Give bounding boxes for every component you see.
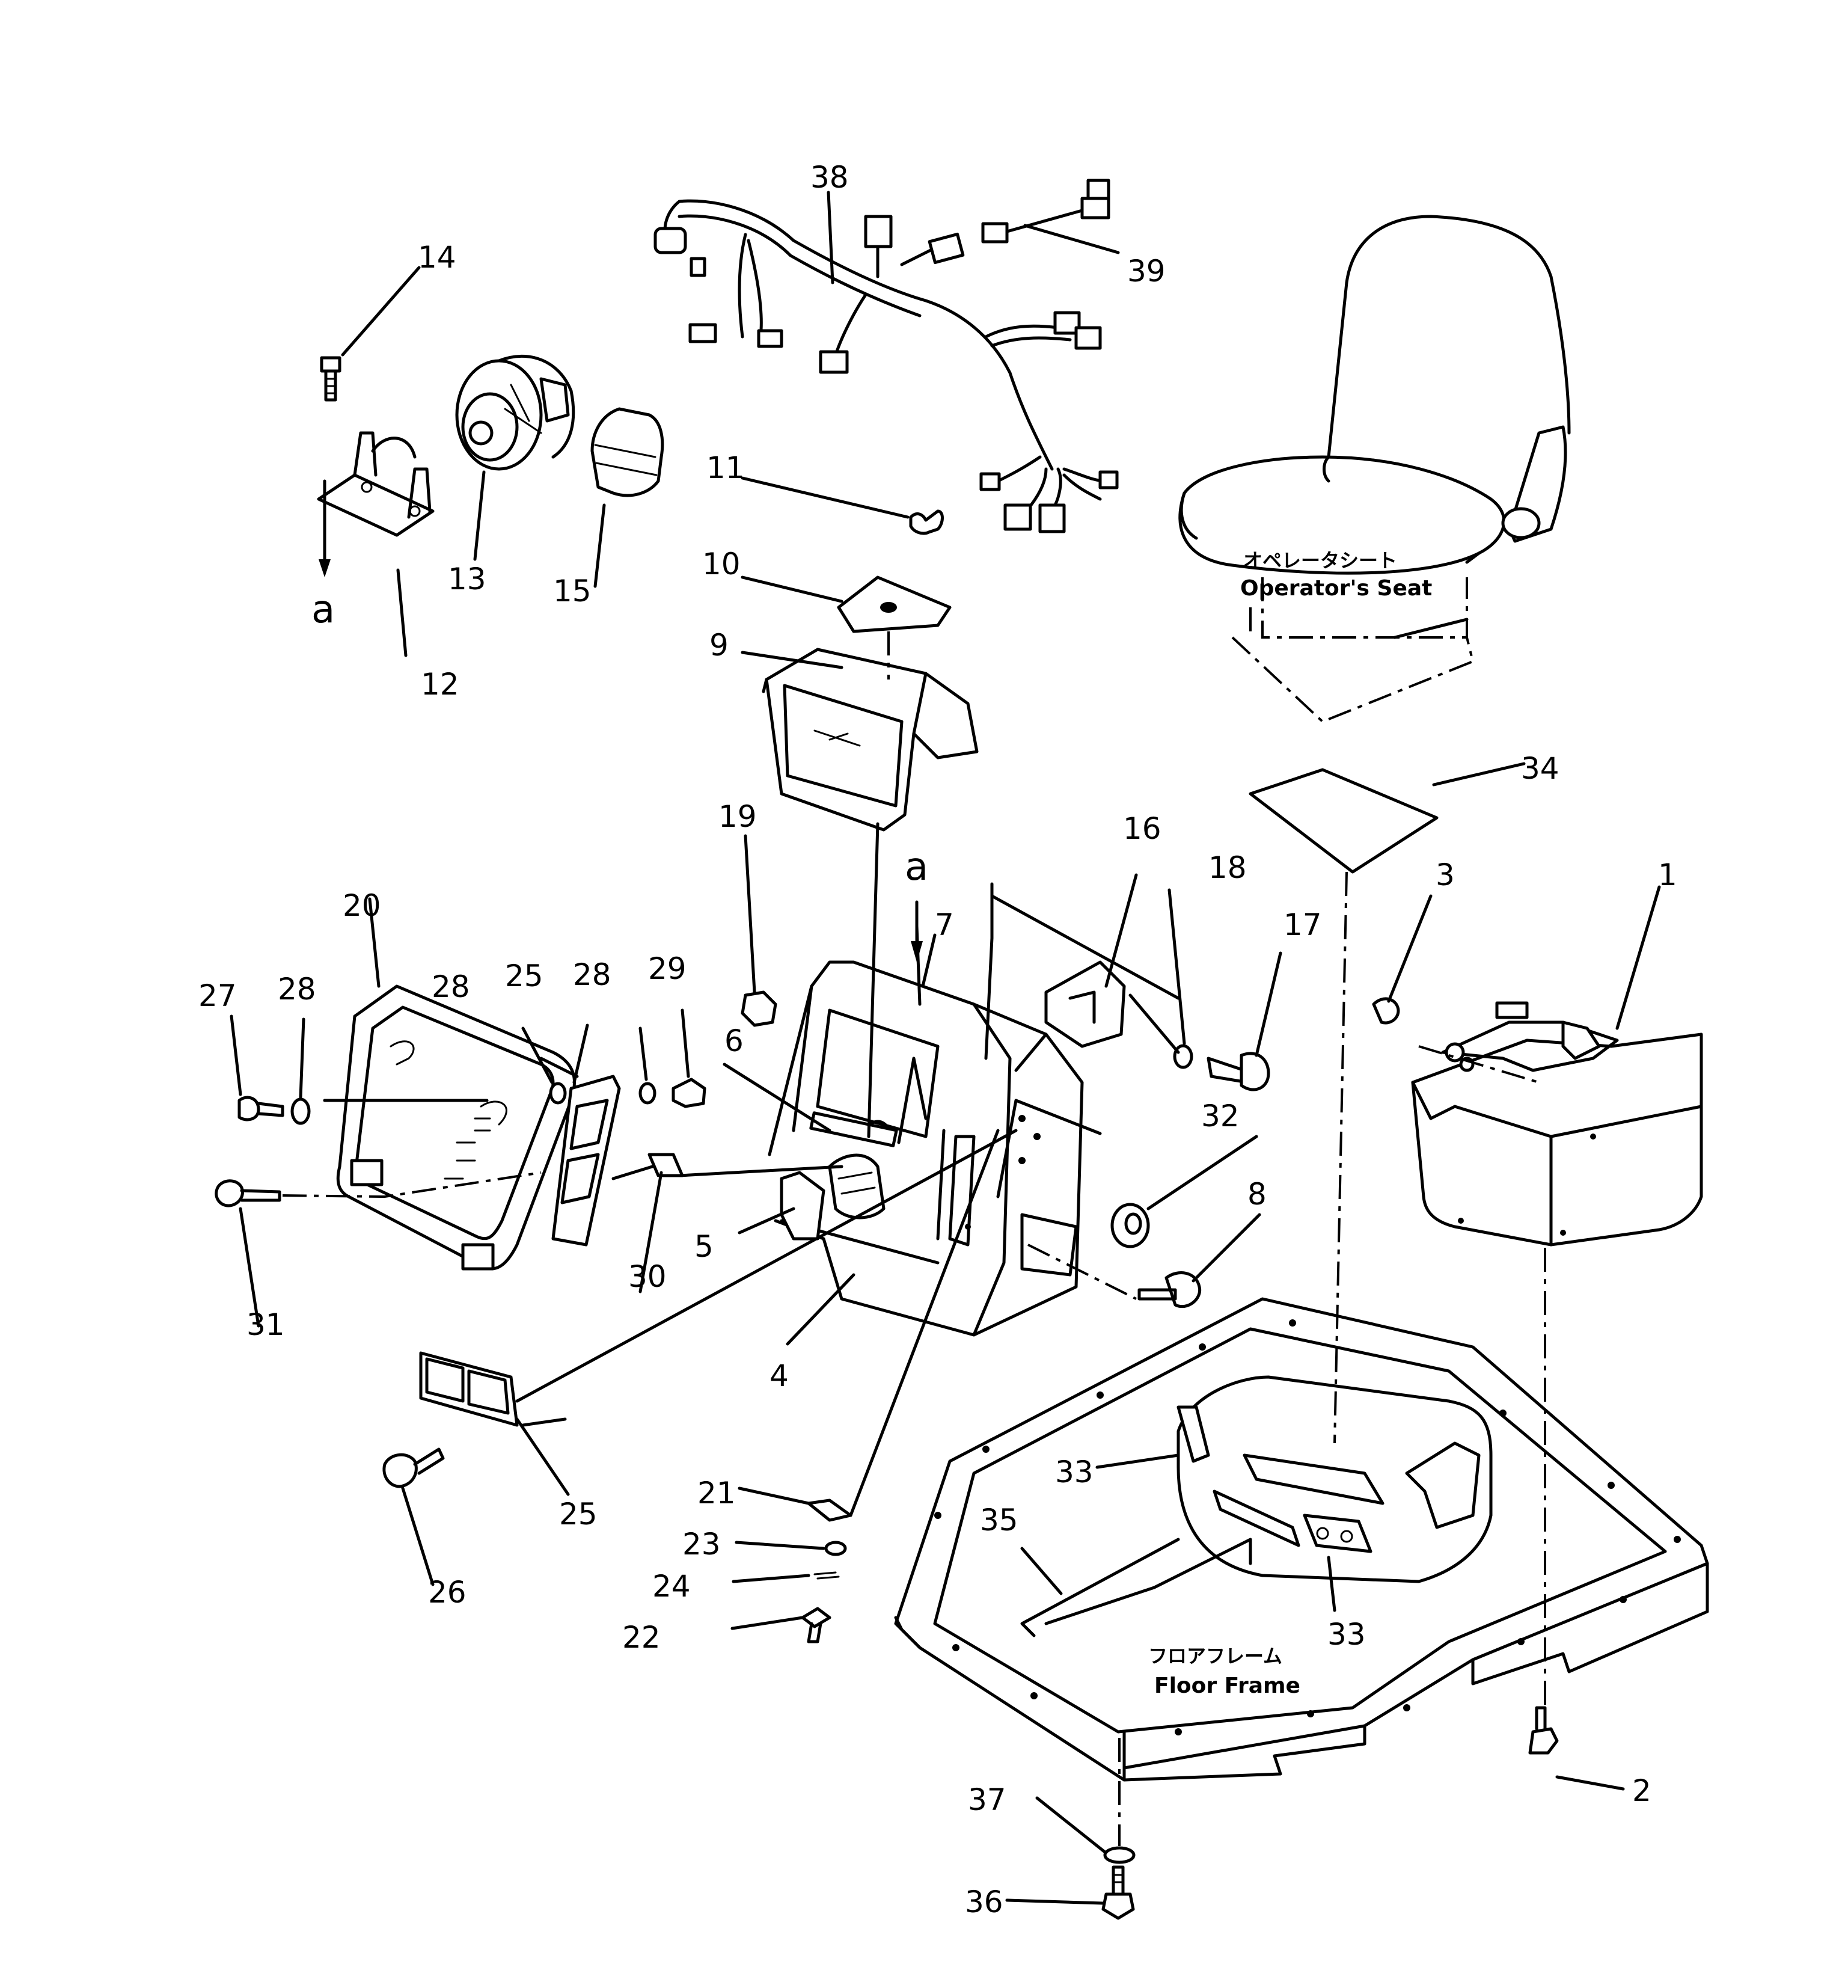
- console-cover: [762, 648, 979, 832]
- callout-17: 17: [1284, 907, 1322, 942]
- callout-numbers: 14 13 15 12 38 39 11 10 9 19 16 18 17 34…: [198, 160, 1677, 1919]
- callout-11: 11: [706, 450, 745, 485]
- callout-23: 23: [682, 1527, 721, 1562]
- callout-12: 12: [421, 667, 459, 702]
- callout-14: 14: [418, 240, 456, 275]
- floor-frame: [894, 1297, 1709, 1920]
- operator-seat: [1178, 215, 1571, 723]
- callout-35: 35: [980, 1503, 1018, 1538]
- view-marks: a a: [311, 588, 928, 889]
- callout-33-left: 33: [1055, 1455, 1094, 1489]
- callout-19: 19: [718, 799, 757, 834]
- floor-label-en: Floor Frame: [1154, 1674, 1300, 1698]
- callout-10: 10: [702, 547, 741, 581]
- callout-1: 1: [1658, 857, 1677, 892]
- callout-25-top: 25: [505, 959, 543, 993]
- callout-25-bottom: 25: [559, 1497, 598, 1532]
- callout-6: 6: [724, 1023, 744, 1058]
- callout-7: 7: [935, 907, 954, 942]
- callout-24: 24: [652, 1569, 691, 1604]
- callout-26: 26: [428, 1575, 467, 1610]
- seat-label-en: Operator's Seat: [1240, 576, 1432, 601]
- sub-harness: [981, 179, 1110, 244]
- callout-28-mid: 28: [432, 969, 470, 1004]
- callout-34: 34: [1521, 751, 1559, 786]
- callout-39: 39: [1127, 254, 1166, 289]
- callout-21: 21: [697, 1476, 736, 1511]
- callout-37: 37: [968, 1782, 1006, 1817]
- mat: [1249, 768, 1439, 1444]
- wiring-harness: [653, 199, 1119, 533]
- callout-2: 2: [1632, 1773, 1651, 1808]
- callout-9: 9: [709, 628, 729, 663]
- callout-15: 15: [553, 574, 592, 609]
- seat-label-jp: オペレータシート: [1243, 549, 1397, 572]
- callout-18: 18: [1208, 850, 1247, 885]
- callout-36: 36: [965, 1885, 1003, 1919]
- text-labels: オペレータシート Operator's Seat フロアフレーム Floor F…: [1148, 549, 1432, 1698]
- console-box: [768, 960, 1084, 1337]
- view-mark-a-console: a: [905, 845, 928, 889]
- callout-4: 4: [769, 1358, 789, 1393]
- callout-13: 13: [448, 562, 486, 597]
- floor-label-jp: フロアフレーム: [1148, 1645, 1282, 1667]
- callout-22: 22: [622, 1620, 661, 1655]
- callout-32: 32: [1201, 1099, 1240, 1134]
- callout-28-left: 28: [278, 972, 316, 1007]
- callout-3: 3: [1436, 857, 1455, 892]
- callout-38: 38: [810, 160, 849, 195]
- controller-box: [1372, 997, 1703, 1755]
- callout-20: 20: [343, 888, 381, 923]
- spacer-and-bolt: [1027, 1203, 1202, 1308]
- callout-28-right: 28: [573, 957, 611, 992]
- blower-assembly: [317, 354, 664, 537]
- callout-27: 27: [198, 978, 237, 1013]
- callout-16: 16: [1123, 811, 1161, 846]
- callout-8: 8: [1247, 1177, 1267, 1212]
- callout-29: 29: [648, 951, 687, 986]
- wing-nut-and-plate: [837, 509, 952, 633]
- leader-lines: [230, 191, 1661, 1905]
- callout-5: 5: [694, 1229, 714, 1264]
- callout-31: 31: [246, 1307, 285, 1342]
- small-hardware: [801, 1499, 852, 1643]
- lower-switch-plate: [382, 1351, 519, 1488]
- callout-30: 30: [628, 1259, 667, 1294]
- view-mark-a-left: a: [311, 588, 335, 632]
- callout-33-right: 33: [1327, 1617, 1366, 1652]
